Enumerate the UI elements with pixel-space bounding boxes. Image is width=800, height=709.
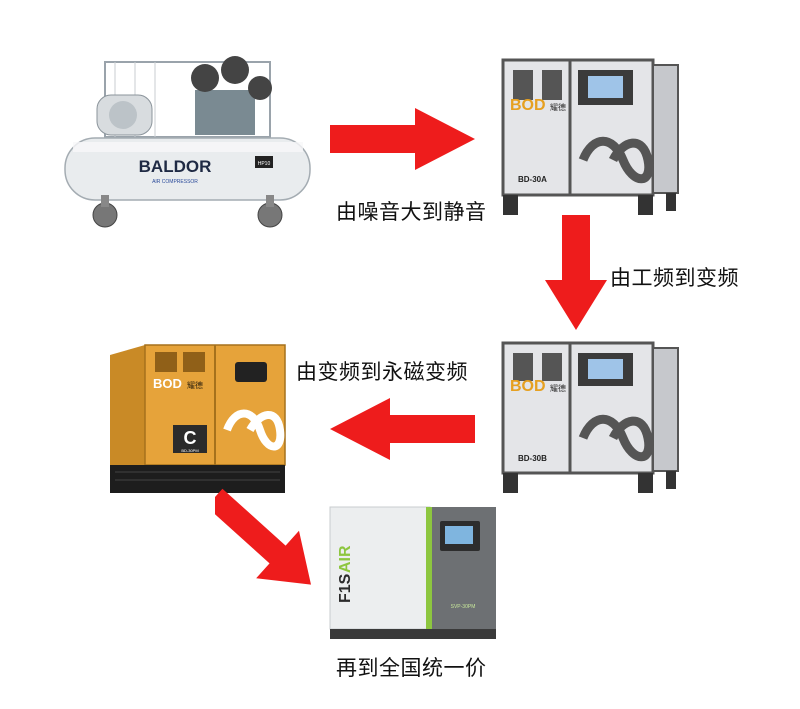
step2-caption: 由工频到变频 (610, 266, 739, 290)
compressor-f1s-air: SVP-30PM F1S AIR (328, 505, 498, 640)
yellow-logo-cn: 耀德 (187, 380, 203, 390)
piston-tag-label: HP10 (258, 161, 271, 167)
piston-compressor: BALDOR AIR COMPRESSOR HP10 (55, 50, 315, 235)
yellow-logo: BOD (153, 376, 182, 391)
yellow-badge: C (184, 428, 197, 448)
bd30b-logo-cn: 耀德 (550, 383, 566, 393)
bd30b-model: BD-30B (518, 454, 547, 463)
arrow-left-1 (330, 398, 475, 460)
compressor-bd-30a: BOD 耀德 BD-30A (498, 50, 683, 225)
bd30a-logo: BOD (510, 97, 546, 114)
arrow-right-1 (330, 108, 475, 170)
piston-sub-label: AIR COMPRESSOR (152, 179, 198, 185)
arrow-down-1 (545, 215, 607, 330)
green-brand-line2: AIR (337, 545, 354, 573)
piston-brand-label: BALDOR (139, 157, 212, 176)
arrow-diagonal-1 (215, 488, 312, 585)
compressor-yellow-pm: BOD 耀德 C BD-30PM (105, 340, 290, 500)
compressor-bd-30b: BOD 耀德 BD-30B (498, 333, 683, 503)
green-model: SVP-30PM (451, 604, 476, 610)
step3-caption: 由变频到永磁变频 (296, 360, 468, 384)
bd30a-logo-cn: 耀德 (550, 102, 566, 112)
green-brand-line1: F1S (337, 573, 354, 603)
bd30b-logo: BOD (510, 378, 546, 395)
step1-caption: 由噪音大到静音 (336, 200, 487, 224)
bd30a-model: BD-30A (518, 175, 547, 184)
yellow-badge-sub: BD-30PM (181, 448, 198, 453)
step4-caption: 再到全国统一价 (336, 656, 487, 680)
